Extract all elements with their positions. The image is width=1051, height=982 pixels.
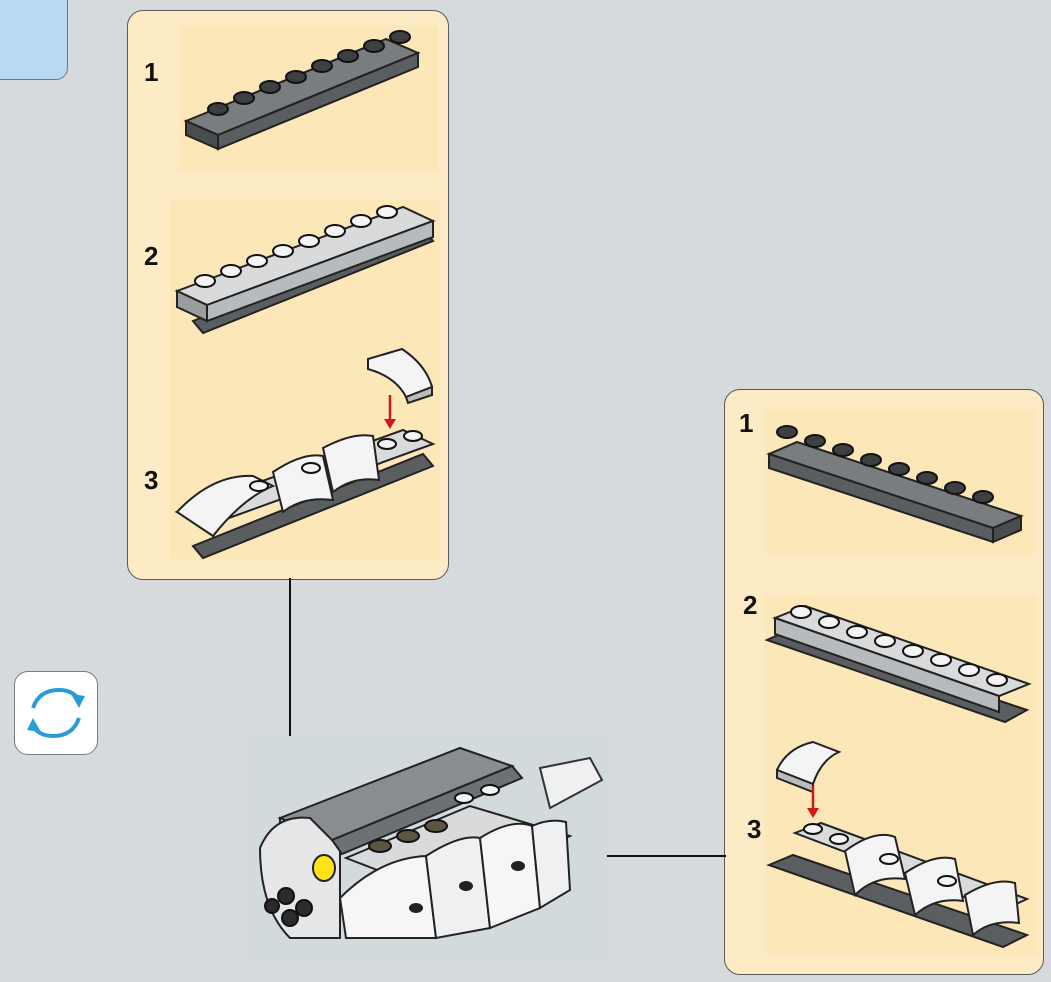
step-number-3: 3 (144, 465, 159, 495)
curved-slope-piece (367, 347, 434, 405)
previous-step-box (0, 0, 68, 80)
sub-assembly-callout-right: 1 2 3 (724, 389, 1044, 975)
step-number-2: 2 (144, 241, 159, 271)
red-placement-arrow (384, 395, 396, 429)
curved-slope-piece (775, 740, 842, 794)
sub-assembly-callout-left: 1 2 3 (127, 10, 449, 580)
rotate-icon (27, 687, 85, 739)
red-placement-arrow (807, 786, 819, 818)
gray-plate-1x8 (183, 30, 421, 151)
white-plate-on-gray-tile (764, 604, 1032, 724)
white-plate-on-gray-tile (174, 205, 436, 335)
rotate-model-button[interactable] (14, 671, 98, 755)
step-number-1: 1 (739, 408, 754, 438)
main-assembly-model (258, 746, 604, 940)
step-number-1: 1 (144, 57, 159, 87)
step-number-2: 2 (743, 590, 758, 620)
step-number-3: 3 (747, 814, 762, 844)
assembled-slope-row (766, 821, 1030, 949)
gray-plate-1x8 (766, 425, 1024, 544)
assembled-slope-row (174, 428, 436, 560)
